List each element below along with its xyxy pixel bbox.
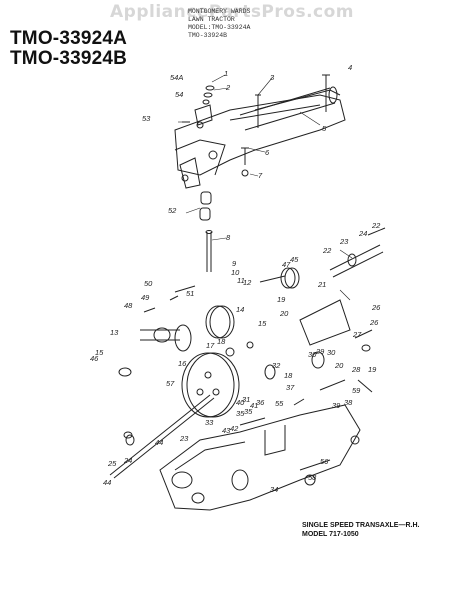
part-label: 22 — [371, 221, 381, 230]
part-label: 20 — [334, 361, 344, 370]
large-gear-57 — [181, 352, 240, 418]
part-label: 29 — [315, 347, 325, 356]
part-label: 5 — [322, 124, 327, 133]
part-label: 17 — [206, 341, 215, 350]
part-label: 32 — [272, 361, 281, 370]
part-label: 18 — [217, 337, 226, 346]
part-label: 15 — [258, 319, 267, 328]
right-side-components — [225, 299, 373, 393]
caption-line-2: MODEL 717-1050 — [302, 531, 359, 538]
part-label: 44 — [155, 438, 163, 447]
part-label: 24 — [358, 229, 367, 238]
part-label: 15 — [95, 348, 104, 357]
part-label: 56 — [320, 457, 329, 466]
part-label: 30 — [327, 348, 336, 357]
shaft — [205, 230, 213, 272]
top-washers — [202, 85, 215, 105]
part-label: 1 — [224, 69, 228, 78]
part-label: 28 — [351, 365, 361, 374]
part-label: 12 — [243, 278, 252, 287]
model-number-a: TMO-33924A — [10, 28, 128, 49]
model-number-b: TMO-33924B — [10, 48, 128, 69]
lower-housing — [159, 404, 361, 511]
part-label: 35 — [244, 407, 253, 416]
leader-lines — [178, 74, 353, 301]
header-line-4: TMO-33924B — [188, 32, 228, 39]
left-axle — [109, 394, 215, 479]
part-label: 26 — [369, 318, 379, 327]
part-label: 30 — [308, 350, 317, 359]
part-label: 45 — [290, 255, 299, 264]
header-line-2: LAWN TRACTOR — [188, 16, 235, 23]
part-label: 43 — [222, 426, 231, 435]
part-label: 22 — [322, 246, 332, 255]
part-label: 14 — [236, 305, 244, 314]
part-label: 4 — [348, 63, 352, 72]
part-label: 36 — [256, 398, 265, 407]
part-label: 33 — [205, 418, 214, 427]
part-label: 49 — [141, 293, 150, 302]
part-label: 19 — [277, 295, 286, 304]
part-label: 54A — [170, 73, 183, 82]
part-label: 23 — [179, 434, 189, 443]
part-label: 23 — [339, 237, 349, 246]
part-label: 26 — [371, 303, 381, 312]
caption-line-1: SINGLE SPEED TRANSAXLE—R.H. — [302, 522, 420, 529]
part-label: 19 — [368, 365, 377, 374]
part-label: 41 — [250, 401, 258, 410]
part-label: 40 — [236, 398, 245, 407]
part-label: 20 — [279, 309, 289, 318]
part-label: 47 — [282, 260, 291, 269]
part-label: 44 — [103, 478, 111, 487]
part-label: 35 — [236, 409, 245, 418]
part-label: 24 — [123, 456, 132, 465]
part-label: 3 — [270, 73, 275, 82]
axle-tube — [239, 86, 338, 131]
part-label: 42 — [230, 424, 239, 433]
part-label: 18 — [284, 371, 293, 380]
part-label: 57 — [166, 379, 175, 388]
part-label: 50 — [144, 279, 153, 288]
part-label: 16 — [178, 359, 187, 368]
part-label: 31 — [242, 395, 250, 404]
part-label: 7 — [258, 171, 263, 180]
part-label: 11 — [237, 276, 245, 285]
site-watermark: AppliancePartsPros.com — [110, 2, 355, 22]
part-label: 53 — [142, 114, 151, 123]
part-label: 34 — [270, 485, 278, 494]
part-label: 46 — [90, 354, 99, 363]
part-label: 52 — [168, 206, 177, 215]
part-label: 55 — [275, 399, 284, 408]
bolts — [182, 74, 330, 177]
part-label: 10 — [231, 268, 240, 277]
part-label: 59 — [352, 386, 361, 395]
part-label: 58 — [308, 473, 317, 482]
header-line-1: MONTGOMERY WARDS — [188, 8, 251, 15]
part-label: 27 — [352, 330, 362, 339]
part-number-labels: 1 2 3 4 5 6 7 8 9 10 11 12 13 14 15 15 1… — [90, 63, 381, 494]
part-label: 37 — [286, 383, 295, 392]
part-label: 51 — [186, 289, 194, 298]
header-block: MONTGOMERY WARDS LAWN TRACTOR MODEL:TMO-… — [188, 8, 250, 40]
bearings — [199, 191, 212, 221]
part-label: 38 — [344, 398, 353, 407]
part-label: 6 — [265, 148, 270, 157]
part-label: 21 — [317, 280, 326, 289]
diagram-caption: SINGLE SPEED TRANSAXLE—R.H. MODEL 717-10… — [302, 521, 419, 539]
part-label: 48 — [124, 301, 133, 310]
part-label: 39 — [332, 401, 341, 410]
part-label: 54 — [175, 90, 183, 99]
part-label: 8 — [226, 233, 231, 242]
part-label: 25 — [107, 459, 117, 468]
header-line-3: MODEL:TMO-33924A — [188, 24, 251, 31]
part-label: 2 — [225, 83, 231, 92]
gear-45 — [259, 267, 300, 289]
center-gear-cluster — [118, 305, 235, 377]
right-axle — [329, 227, 386, 278]
part-label: 9 — [232, 259, 237, 268]
part-label: 13 — [110, 328, 119, 337]
small-parts — [123, 285, 373, 439]
